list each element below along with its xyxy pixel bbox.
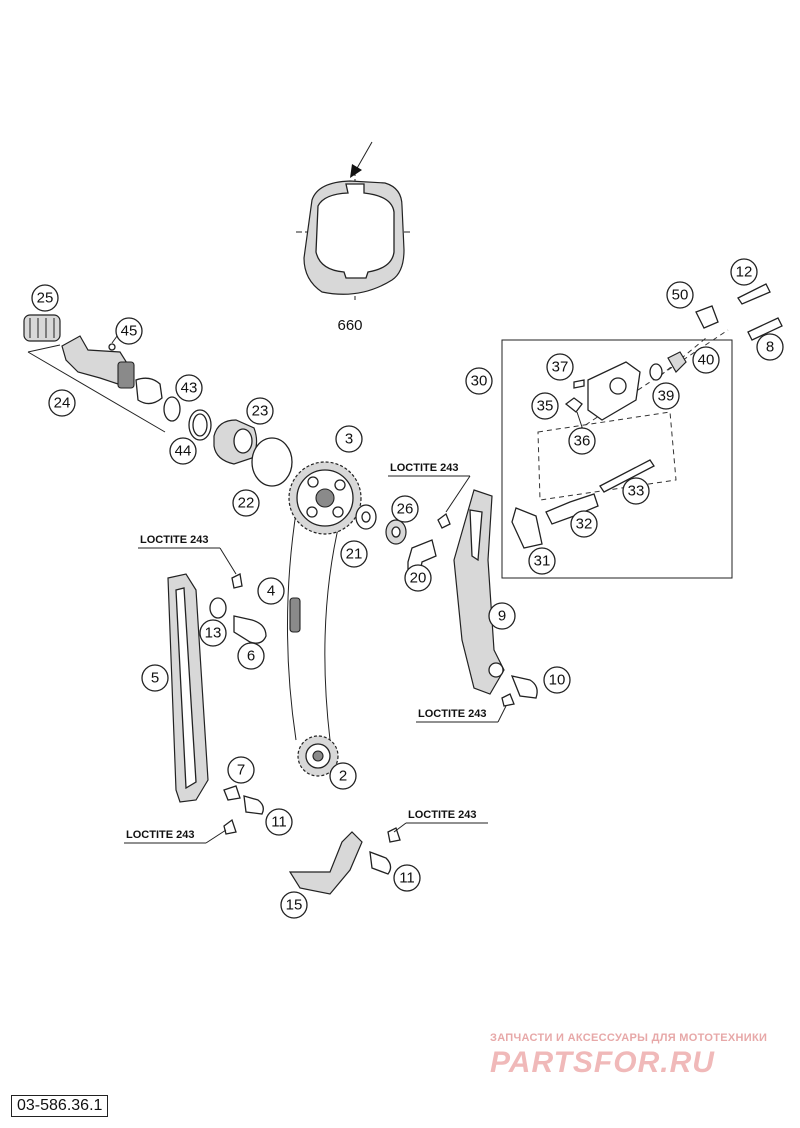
svg-text:13: 13 bbox=[205, 625, 222, 642]
loctite-label-10: LOCTITE 243 bbox=[416, 705, 507, 723]
callout-44: 44 bbox=[169, 437, 197, 465]
svg-text:45: 45 bbox=[121, 323, 138, 340]
callout-50: 50 bbox=[666, 281, 694, 309]
callout-4: 4 bbox=[257, 577, 285, 605]
svg-text:6: 6 bbox=[247, 648, 255, 665]
callout-21: 21 bbox=[340, 540, 368, 568]
callout-23: 23 bbox=[246, 397, 274, 425]
loctite-label-20: LOCTITE 243 bbox=[388, 462, 471, 513]
callout-13: 13 bbox=[199, 619, 227, 647]
svg-text:LOCTITE 243: LOCTITE 243 bbox=[390, 462, 458, 474]
callout-22: 22 bbox=[232, 489, 260, 517]
timing-chain-drawing bbox=[287, 461, 437, 777]
svg-text:35: 35 bbox=[537, 398, 554, 415]
callout-11-left: 11 bbox=[265, 808, 293, 836]
callout-7: 7 bbox=[227, 756, 255, 784]
svg-text:23: 23 bbox=[252, 403, 269, 420]
svg-text:36: 36 bbox=[574, 433, 591, 450]
svg-text:37: 37 bbox=[552, 359, 569, 376]
svg-text:LOCTITE 243: LOCTITE 243 bbox=[126, 829, 194, 841]
svg-text:33: 33 bbox=[628, 483, 645, 500]
callout-37: 37 bbox=[546, 353, 574, 381]
loctite-label-6: LOCTITE 243 bbox=[138, 534, 237, 575]
callout-5: 5 bbox=[141, 664, 169, 692]
callout-12: 12 bbox=[730, 258, 758, 286]
svg-text:15: 15 bbox=[286, 897, 303, 914]
svg-text:LOCTITE 243: LOCTITE 243 bbox=[408, 809, 476, 821]
svg-text:12: 12 bbox=[736, 264, 753, 281]
svg-text:32: 32 bbox=[576, 516, 593, 533]
svg-text:LOCTITE 243: LOCTITE 243 bbox=[140, 534, 208, 546]
callout-2: 2 bbox=[329, 762, 357, 790]
callout-25: 25 bbox=[31, 284, 59, 312]
tensioner-kit-drawing bbox=[501, 283, 783, 579]
svg-text:25: 25 bbox=[37, 290, 54, 307]
tensioner-rail-drawing bbox=[437, 489, 538, 707]
bracket-15-drawing bbox=[288, 827, 401, 895]
svg-text:8: 8 bbox=[766, 339, 774, 356]
callout-35: 35 bbox=[531, 392, 559, 420]
callout-40: 40 bbox=[692, 346, 720, 374]
callout-11-right: 11 bbox=[393, 864, 421, 892]
svg-text:44: 44 bbox=[175, 443, 192, 460]
loctite-label-11-right: LOCTITE 243 bbox=[393, 809, 488, 833]
callout-3: 3 bbox=[335, 425, 363, 453]
callout-6: 6 bbox=[237, 642, 265, 670]
camshaft-assembly-drawing bbox=[23, 314, 293, 487]
svg-text:2: 2 bbox=[339, 768, 347, 785]
svg-text:31: 31 bbox=[534, 553, 551, 570]
detail-660-drawing: 660 bbox=[296, 141, 412, 334]
watermark-caption: ЗАПЧАСТИ И АКСЕССУАРЫ ДЛЯ МОТОТЕХНИКИ bbox=[490, 1032, 768, 1044]
svg-text:7: 7 bbox=[237, 762, 245, 779]
callout-9: 9 bbox=[488, 602, 516, 630]
svg-text:10: 10 bbox=[549, 672, 566, 689]
callout-43: 43 bbox=[175, 374, 203, 402]
callout-36: 36 bbox=[568, 427, 596, 455]
detail-660-label: 660 bbox=[337, 317, 362, 334]
svg-text:9: 9 bbox=[498, 608, 506, 625]
svg-text:43: 43 bbox=[181, 380, 198, 397]
svg-text:11: 11 bbox=[271, 814, 287, 831]
watermark-logo: PARTSFOR.RU bbox=[490, 1046, 715, 1079]
svg-text:20: 20 bbox=[410, 570, 427, 587]
callout-39: 39 bbox=[652, 382, 680, 410]
callout-10: 10 bbox=[543, 666, 571, 694]
svg-text:4: 4 bbox=[267, 583, 275, 600]
callout-8: 8 bbox=[756, 333, 784, 361]
svg-text:50: 50 bbox=[672, 287, 689, 304]
svg-text:3: 3 bbox=[345, 431, 353, 448]
callout-24: 24 bbox=[48, 389, 76, 417]
svg-text:30: 30 bbox=[471, 373, 488, 390]
svg-text:26: 26 bbox=[397, 501, 414, 518]
svg-text:24: 24 bbox=[54, 395, 71, 412]
svg-text:21: 21 bbox=[346, 546, 363, 563]
document-number: 03-586.36.1 bbox=[11, 1095, 109, 1117]
guide-rail-drawing bbox=[167, 573, 267, 835]
callout-33: 33 bbox=[622, 477, 650, 505]
svg-text:5: 5 bbox=[151, 670, 159, 687]
callout-20: 20 bbox=[404, 564, 432, 592]
loctite-label-11-left: LOCTITE 243 bbox=[124, 829, 227, 844]
callout-31: 31 bbox=[528, 547, 556, 575]
svg-text:LOCTITE 243: LOCTITE 243 bbox=[418, 708, 486, 720]
callout-30: 30 bbox=[465, 367, 493, 395]
svg-text:22: 22 bbox=[238, 495, 255, 512]
callout-26: 26 bbox=[391, 495, 419, 523]
svg-text:39: 39 bbox=[658, 388, 675, 405]
svg-text:11: 11 bbox=[399, 870, 415, 887]
callout-32: 32 bbox=[570, 510, 598, 538]
callout-45: 45 bbox=[115, 317, 143, 345]
svg-text:40: 40 bbox=[698, 352, 715, 369]
callout-15: 15 bbox=[280, 891, 308, 919]
